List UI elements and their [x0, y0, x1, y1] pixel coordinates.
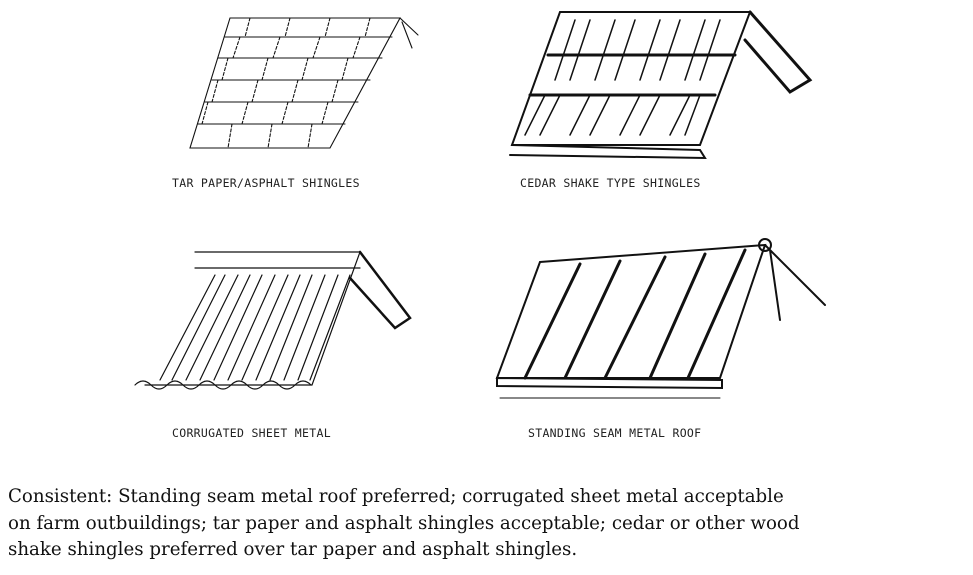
caption-line: Consistent: Standing seam metal roof pre… [8, 486, 784, 507]
figure-label-standing-seam: STANDING SEAM METAL ROOF [528, 426, 702, 440]
asphalt-shingle-roof-drawing [189, 17, 419, 149]
figure-label-corrugated: CORRUGATED SHEET METAL [172, 426, 331, 440]
caption-line: shake shingles preferred over tar paper … [8, 539, 578, 560]
corrugated-metal-roof-drawing [134, 250, 412, 390]
figure-label-cedar-shake: CEDAR SHAKE TYPE SHINGLES [520, 176, 701, 190]
caption: Consistent: Standing seam metal roof pre… [8, 484, 970, 564]
standing-seam-roof-drawing [495, 238, 826, 399]
roof-illustrations [134, 10, 826, 399]
cedar-shake-roof-drawing [509, 10, 813, 160]
caption-line: on farm outbuildings; tar paper and asph… [8, 512, 800, 534]
figure-label-tar-paper: TAR PAPER/ASPHALT SHINGLES [172, 176, 360, 190]
